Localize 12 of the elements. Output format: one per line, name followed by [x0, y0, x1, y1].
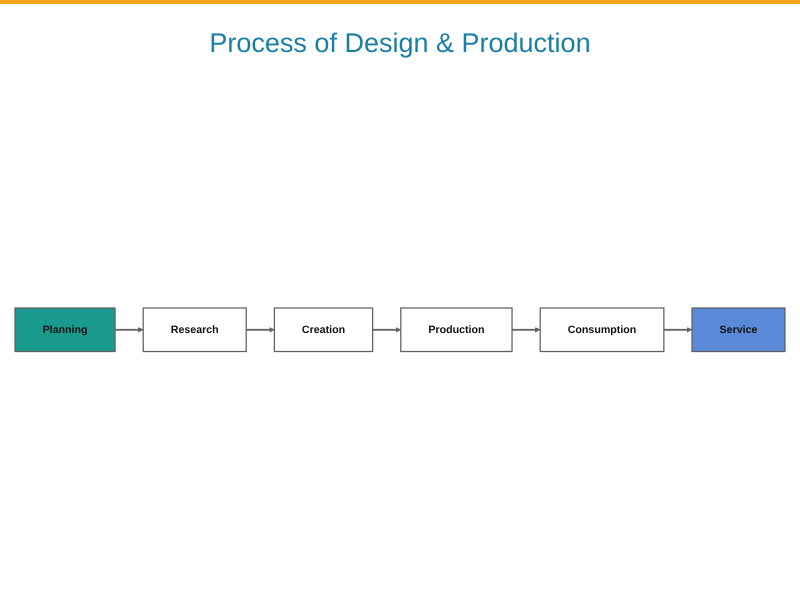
arrow	[664, 327, 692, 333]
process-box: Planning	[14, 308, 116, 352]
arrow	[115, 327, 144, 333]
arrow	[512, 327, 540, 333]
process-box: Service	[691, 308, 786, 352]
arrow	[246, 327, 275, 333]
process-box: Research	[142, 308, 247, 352]
diagram-title: Process of Design & Production	[208, 28, 592, 59]
process-box: Consumption	[540, 308, 664, 352]
arrow	[372, 327, 402, 333]
process-box: Production	[400, 308, 513, 352]
process-box: Creation	[274, 308, 374, 352]
